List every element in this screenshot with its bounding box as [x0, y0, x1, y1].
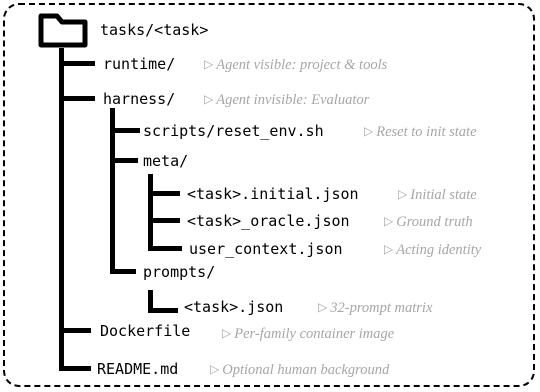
arrow-icon: ▷ — [398, 187, 408, 201]
branch-task-initial — [148, 191, 180, 196]
node-readme: README.md — [97, 360, 179, 378]
arrow-icon: ▷ — [384, 242, 394, 256]
arrow-icon: ▷ — [204, 57, 214, 71]
note-readme: ▷Optional human background — [210, 362, 390, 378]
node-dockerfile: Dockerfile — [100, 322, 191, 340]
arrow-icon: ▷ — [210, 362, 220, 376]
arrow-icon: ▷ — [204, 92, 214, 106]
trunk-line-prompts — [148, 290, 153, 313]
note-task-oracle: ▷Ground truth — [384, 214, 473, 230]
branch-meta — [110, 158, 138, 163]
trunk-line-meta — [148, 174, 153, 251]
note-reset-env: ▷Reset to init state — [364, 124, 477, 140]
branch-dockerfile — [59, 328, 91, 333]
node-task-oracle: <task>_oracle.json — [187, 212, 350, 230]
node-meta: meta/ — [143, 152, 189, 170]
branch-task-oracle — [148, 218, 180, 223]
note-task-json: ▷32-prompt matrix — [318, 300, 433, 316]
arrow-icon: ▷ — [384, 214, 394, 228]
root-folder-label: tasks/<task> — [100, 21, 209, 39]
branch-runtime — [59, 61, 95, 66]
branch-task-json — [148, 308, 178, 313]
node-task-json: <task>.json — [184, 298, 284, 316]
tree-frame — [3, 3, 535, 387]
arrow-icon: ▷ — [364, 124, 374, 138]
note-user-context: ▷Acting identity — [384, 242, 482, 258]
folder-icon — [38, 13, 88, 48]
node-prompts: prompts/ — [143, 263, 216, 281]
node-runtime: runtime/ — [103, 55, 176, 73]
branch-prompts — [110, 269, 136, 274]
note-runtime: ▷Agent visible: project & tools — [204, 57, 388, 73]
note-harness: ▷Agent invisible: Evaluator — [204, 92, 370, 108]
note-task-initial: ▷Initial state — [398, 187, 477, 203]
node-task-initial: <task>.initial.json — [187, 185, 359, 203]
node-harness: harness/ — [103, 90, 176, 108]
arrow-icon: ▷ — [222, 326, 232, 340]
trunk-line-harness — [110, 108, 115, 274]
note-dockerfile: ▷Per-family container image — [222, 326, 395, 342]
branch-harness — [59, 96, 95, 101]
node-reset-env: scripts/reset_env.sh — [143, 122, 324, 140]
branch-reset-env — [110, 128, 140, 133]
node-user-context: user_context.json — [189, 240, 343, 258]
arrow-icon: ▷ — [318, 300, 328, 314]
branch-readme — [59, 366, 91, 371]
trunk-line-root — [59, 48, 64, 371]
branch-user-context — [148, 246, 182, 251]
